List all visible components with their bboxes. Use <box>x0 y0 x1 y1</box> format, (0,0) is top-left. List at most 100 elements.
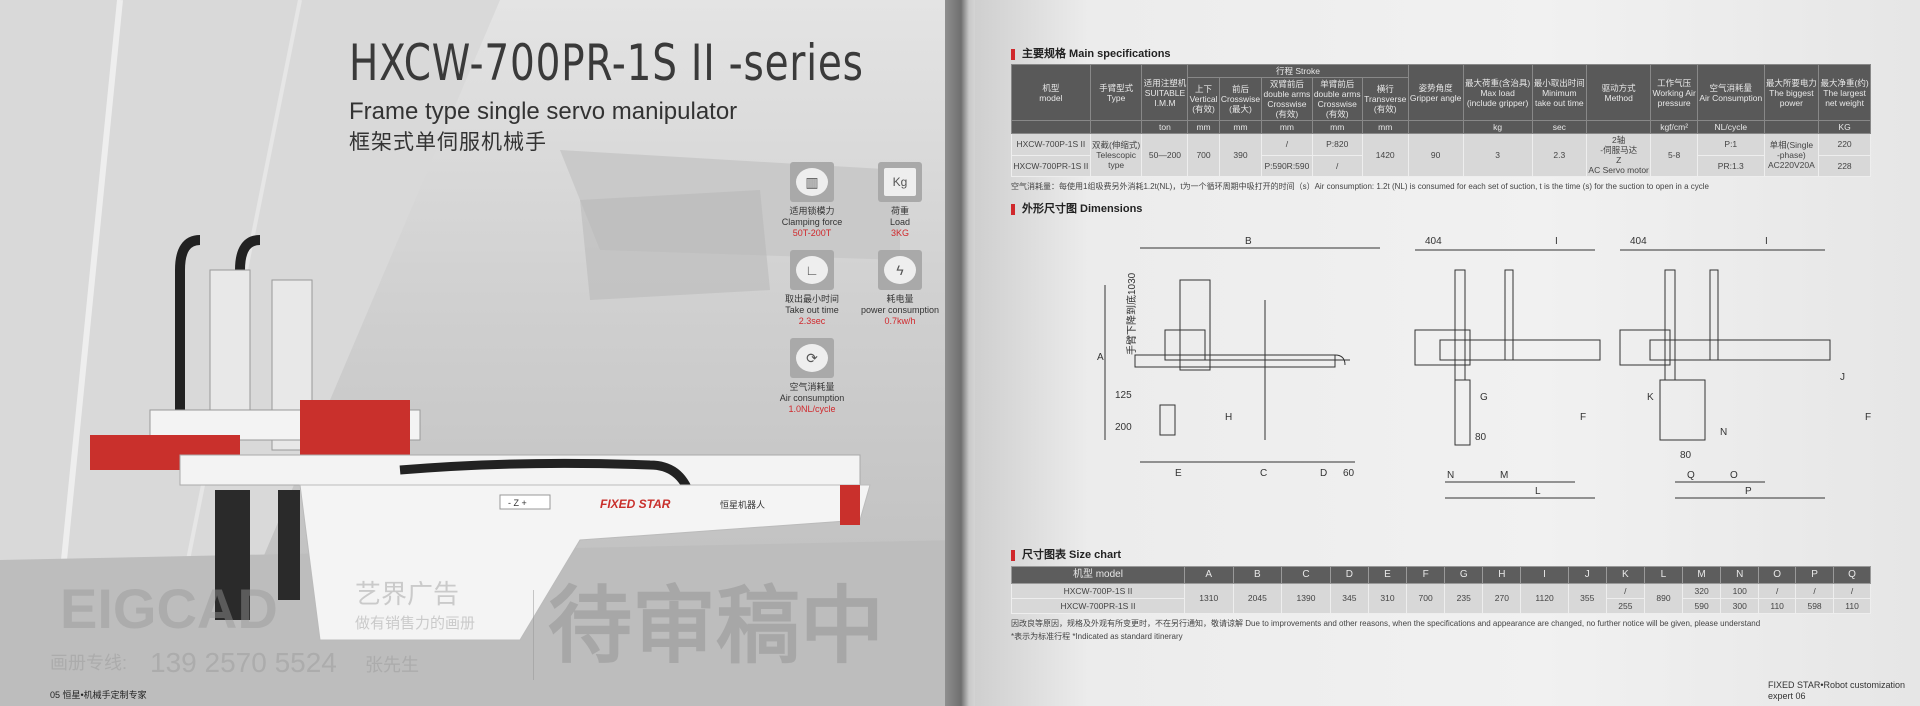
spec-header-crosswise: 前后 Crosswise (最大) <box>1218 77 1263 121</box>
size-header: N <box>1720 566 1760 584</box>
spec-takeout: 2.3 <box>1531 133 1588 177</box>
spec-header-type: 手臂型式 Type <box>1089 64 1143 121</box>
size-J: 355 <box>1567 583 1607 614</box>
spec-header-transverse: 横行 Transverse (有效) <box>1361 77 1409 121</box>
size-model: HXCW-700P-1S II <box>1011 583 1185 599</box>
size-O: / <box>1758 583 1796 599</box>
dim-label-G: G <box>1480 392 1488 403</box>
size-H: 270 <box>1482 583 1522 614</box>
dim-label-P: P <box>1745 486 1752 497</box>
watermark-slogan: 做有销售力的画册 <box>355 615 476 632</box>
dim-label-F2: F <box>1865 412 1871 423</box>
product-title: HXCW-700PR-1S II -series <box>349 34 864 92</box>
spec-unit: sec <box>1531 120 1588 134</box>
size-header: B <box>1232 566 1283 584</box>
spec-weight: 228 <box>1818 154 1871 177</box>
size-G: 235 <box>1444 583 1484 614</box>
spec-header-single: 单臂前后 double arms Crosswise (有效) <box>1311 77 1363 121</box>
size-header: O <box>1758 566 1796 584</box>
dim-label-A: A <box>1097 352 1104 363</box>
spec-unit: kgf/cm² <box>1650 120 1699 134</box>
dimension-drawings: B A E C D 60 125 200 手臂下降到底1030 H 404 I … <box>1097 236 1871 499</box>
spec-header-weight: 最大净重(约) The largest net weight <box>1818 64 1871 121</box>
spec-double: P:590R:590 <box>1261 154 1313 177</box>
product-subtitle-cn: 框架式单伺服机械手 <box>349 131 547 154</box>
dim-label-J: J <box>1840 372 1845 383</box>
spec-header-air: 工作气压 Working Air pressure <box>1650 64 1699 121</box>
dim-label-I2: I <box>1765 236 1768 247</box>
spec-unit: mm <box>1187 120 1220 134</box>
size-header: D <box>1329 566 1369 584</box>
dim-label-L: L <box>1535 486 1541 497</box>
size-Q: / <box>1833 583 1871 599</box>
spec-unit <box>1407 120 1464 134</box>
size-D: 345 <box>1329 583 1369 614</box>
watermark-phone: 139 2570 5524 <box>150 647 337 678</box>
size-N: 300 <box>1720 598 1760 614</box>
size-K: / <box>1605 583 1645 599</box>
size-A: 1310 <box>1183 583 1234 614</box>
spec-single: / <box>1311 154 1363 177</box>
dim-label-H: H <box>1225 412 1232 423</box>
spec-method: 2轴 -伺服马达 Z AC Servo motor <box>1586 133 1652 177</box>
dim-label-E: E <box>1175 468 1182 479</box>
spec-header-row-2: 上下 Vertical (有效)前后 Crosswise (最大)双臂前后 do… <box>1012 77 1871 121</box>
spec-header-method: 驱动方式 Method <box>1586 64 1652 121</box>
watermark-contact: 张先生 <box>365 655 419 675</box>
spec-note: 空气消耗量：每使用1组吸费另外消耗1.2t(NL)，t为一个循环周期中吸打开的时… <box>1011 182 1709 191</box>
spec-title: 主要规格 Main specifications <box>1011 49 1171 60</box>
kg-load-icon: Kg <box>878 162 922 202</box>
size-header: E <box>1367 566 1408 584</box>
size-header: 机型 model <box>1011 566 1185 584</box>
robot-brand-label: FIXED STAR <box>600 497 671 511</box>
dim-label-K: K <box>1647 392 1654 403</box>
size-model: HXCW-700PR-1S II <box>1011 598 1185 614</box>
spec-header-aircons: 空气消耗量 Air Consumption <box>1697 64 1765 121</box>
left-page: HXCW-700PR-1S II -series Frame type sing… <box>0 0 958 706</box>
dim-label-O: O <box>1730 470 1738 481</box>
size-header: P <box>1794 566 1835 584</box>
size-P: 598 <box>1794 598 1835 614</box>
size-M: 320 <box>1682 583 1722 599</box>
dim-label-B: B <box>1245 236 1252 247</box>
spec-header-imm: 适用注塑机 SUITABLE I.M.M <box>1141 64 1189 121</box>
air-cycle-icon: ⟳ <box>790 338 834 378</box>
dim-label-200: 200 <box>1115 422 1132 433</box>
size-O: 110 <box>1758 598 1796 614</box>
size-E: 310 <box>1367 583 1408 614</box>
spec-unit: NL/cycle <box>1697 120 1765 134</box>
spec-power: 单相(Single -phase) AC220V20A <box>1763 133 1820 177</box>
size-header: J <box>1567 566 1607 584</box>
dim-label-N2: N <box>1720 427 1727 438</box>
spec-unit: mm <box>1311 120 1363 134</box>
spec-air: 5-8 <box>1650 133 1699 177</box>
size-Q: 110 <box>1833 598 1871 614</box>
size-header: M <box>1682 566 1722 584</box>
spec-header-vertical: 上下 Vertical (有效) <box>1187 77 1220 121</box>
size-F: 700 <box>1406 583 1446 614</box>
spec-unit: KG <box>1818 120 1871 134</box>
dim-label-D: D <box>1320 468 1327 479</box>
spec-unit: mm <box>1361 120 1409 134</box>
spec-transverse: 1420 <box>1361 133 1409 177</box>
watermark-cn: 艺界广告 <box>355 579 460 609</box>
dim-label-404b: 404 <box>1630 236 1647 247</box>
size-header: G <box>1444 566 1484 584</box>
watermark-phone-label: 画册专线: <box>50 653 128 673</box>
dim-label-M: M <box>1500 470 1508 481</box>
size-P: / <box>1794 583 1835 599</box>
robot-image: - Z + FIXED STAR 恒星机器人 <box>90 235 871 641</box>
spec-header-double: 双臂前后 double arms Crosswise (有效) <box>1261 77 1313 121</box>
size-M: 590 <box>1682 598 1722 614</box>
size-header: C <box>1281 566 1331 584</box>
size-B: 2045 <box>1232 583 1283 614</box>
spec-header-takeout: 最小取出时间 Minimum take out time <box>1531 64 1588 121</box>
